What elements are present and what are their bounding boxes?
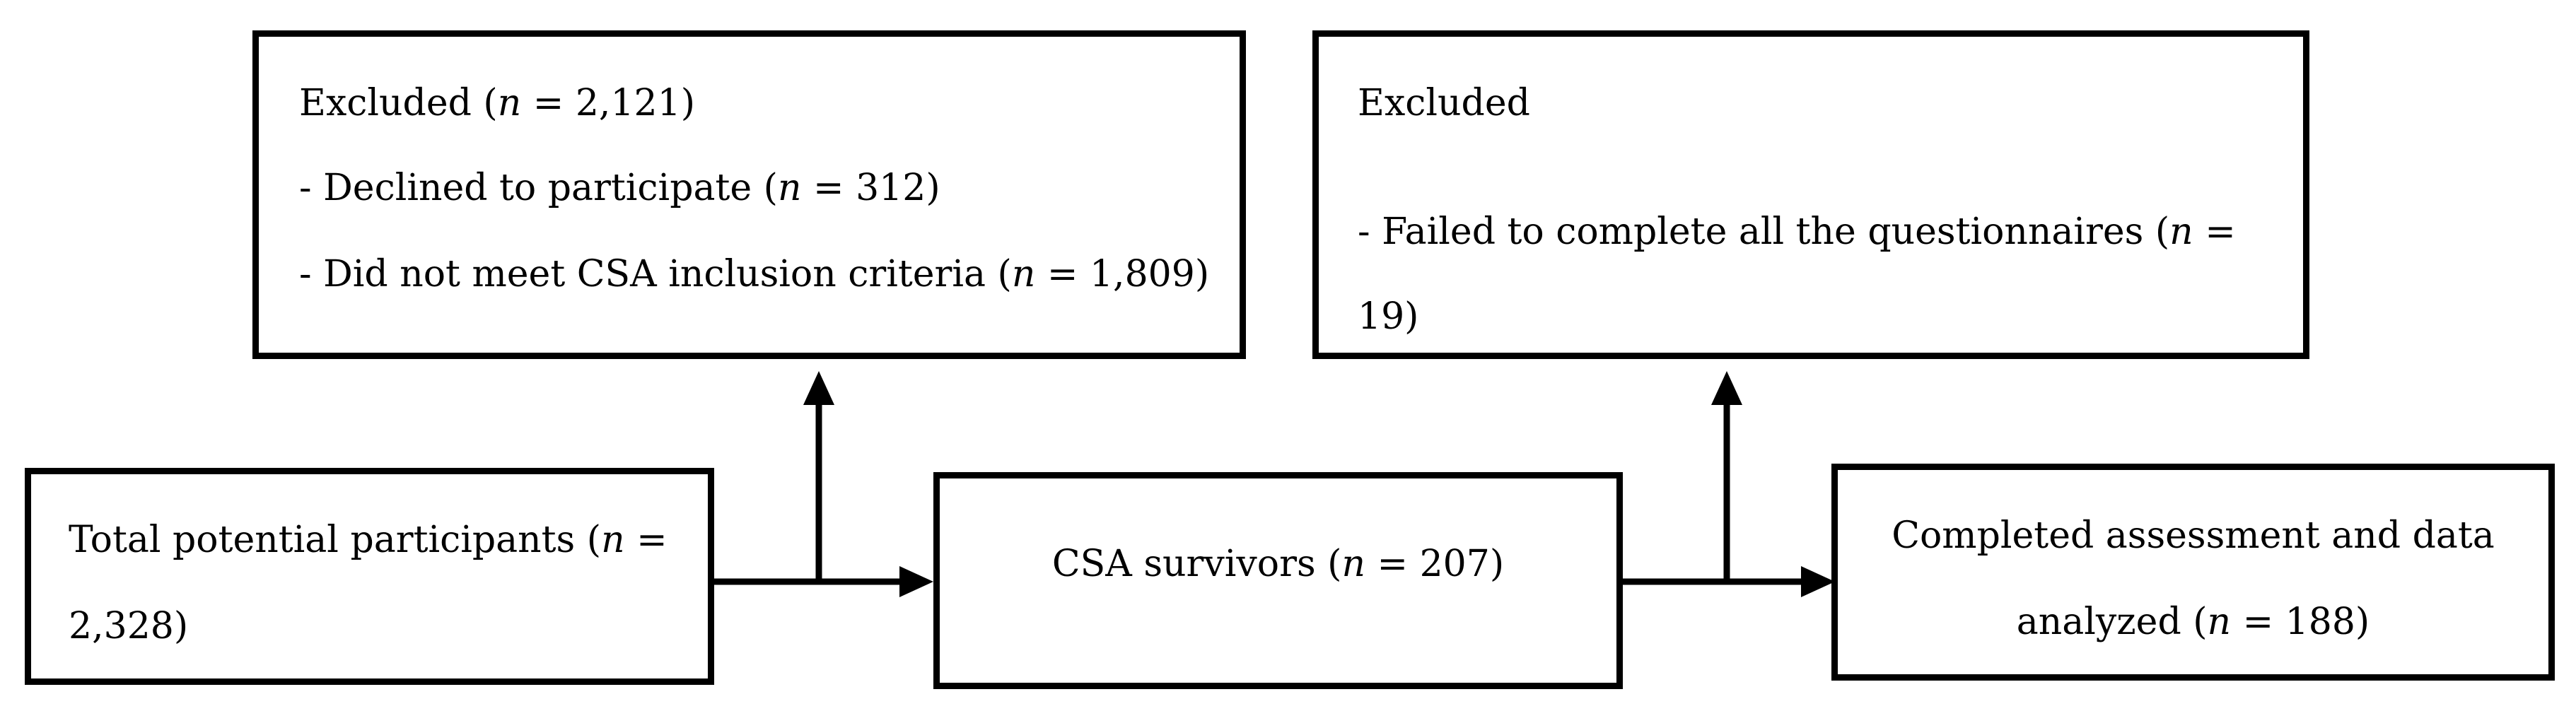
arrowhead-to-csa <box>899 566 933 597</box>
completed-label: Completed assessment and data <box>1892 515 2495 557</box>
excluded-first-title: Excluded (n = 2,121) <box>299 82 695 124</box>
csa-survivors-label: CSA survivors (n = 207) <box>1051 543 1505 585</box>
excluded-first-declined: - Declined to participate (n = 312) <box>299 167 940 209</box>
excluded-first-box <box>252 30 1246 359</box>
total-participants-count: 2,328) <box>69 605 189 647</box>
excluded-second-failed-count: 19) <box>1358 295 1419 338</box>
csa-survivors-box <box>933 472 1623 689</box>
arrowhead-to-completed <box>1801 566 1835 597</box>
total-participants-label: Total potential participants (n = <box>69 519 668 561</box>
total-participants-box <box>25 468 714 685</box>
excluded-second-failed: - Failed to complete all the questionnai… <box>1358 211 2236 253</box>
arrowhead-to-excluded-first <box>803 371 834 405</box>
completed-count: analyzed (n = 188) <box>2016 601 2370 643</box>
completed-box <box>1831 464 2555 681</box>
excluded-first-criteria: - Did not meet CSA inclusion criteria (n… <box>299 253 1210 295</box>
excluded-second-title: Excluded <box>1358 82 1530 124</box>
arrowhead-to-excluded-second <box>1711 371 1742 405</box>
excluded-second-box <box>1312 30 2309 359</box>
